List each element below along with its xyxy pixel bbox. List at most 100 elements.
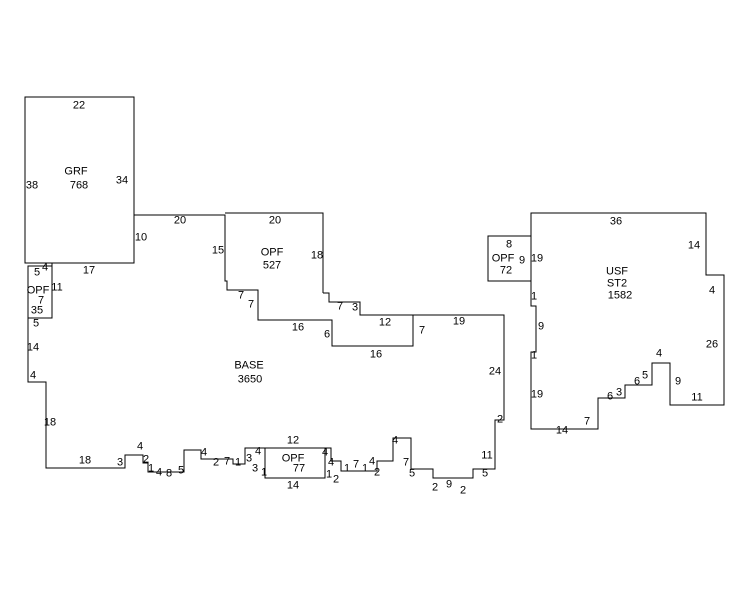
dimension-label: 11 (51, 281, 63, 294)
area-name-label: ST2 (606, 277, 628, 290)
dimension-label: 15 (211, 244, 225, 257)
opf527-outline (225, 212, 324, 293)
base-recess-steps (323, 292, 413, 316)
dimension-label: 4 (327, 456, 335, 469)
dimension-label: 3 (615, 386, 623, 399)
dimension-label: 1 (147, 462, 155, 475)
dimension-label: 3 (351, 301, 359, 314)
dimension-label: 18 (43, 416, 57, 429)
dimension-label: 5 (32, 317, 40, 330)
dimension-label: 7 (402, 456, 410, 469)
area-value-label: 3650 (237, 373, 263, 386)
usf-outline (530, 212, 725, 430)
dimension-label: 16 (369, 348, 383, 361)
dimension-label: 8 (165, 467, 173, 480)
dimension-label: 14 (687, 239, 701, 252)
dimension-label: 9 (518, 254, 526, 267)
opf35-outline (27, 265, 52, 318)
dimension-label: 3 (116, 456, 124, 469)
opf77-outline (264, 448, 326, 479)
dimension-label: 7 (37, 294, 45, 307)
dimension-label: 20 (173, 214, 187, 227)
area-name-label: OPF (281, 452, 305, 465)
dimension-label: 4 (368, 455, 376, 468)
dimension-label: 18 (310, 249, 324, 262)
dimension-label: 34 (115, 174, 129, 187)
dimension-label: 3 (245, 452, 253, 465)
dimension-label: 12 (378, 316, 392, 329)
dimension-label: 7 (418, 324, 426, 337)
dimension-label: 4 (708, 284, 716, 297)
dimension-label: 6 (633, 375, 641, 388)
dimension-label: 19 (530, 388, 544, 401)
dimension-label: 1 (260, 466, 268, 479)
area-name-label: OPF (26, 284, 50, 297)
dimension-label: 5 (177, 464, 185, 477)
dimension-label: 10 (134, 231, 148, 244)
dimension-label: 4 (321, 446, 329, 459)
dimension-label: 6 (323, 328, 331, 341)
area-name-label: USF (606, 265, 628, 278)
dimension-label: 11 (481, 449, 493, 462)
area-name-label: OPF (260, 246, 284, 259)
dimension-label: 2 (142, 453, 150, 466)
dimension-label: 9 (537, 320, 545, 333)
dimension-label: 1 (530, 290, 538, 303)
dimension-label: 4 (29, 369, 37, 382)
dimension-label: 19 (452, 315, 466, 328)
dimension-label: 16 (291, 321, 305, 334)
dimension-label: 4 (254, 445, 262, 458)
dimension-label: 1 (325, 468, 333, 481)
area-value-label: 77 (292, 462, 306, 475)
dimension-label: 8 (505, 238, 513, 251)
dimension-label: 4 (155, 466, 163, 479)
dimension-label: 1 (530, 349, 538, 362)
dimension-label: 12 (286, 434, 300, 447)
base-outline (27, 214, 505, 479)
dimension-label: 7 (247, 298, 255, 311)
dimension-label: 5 (481, 467, 489, 480)
dimension-label: 2 (332, 473, 340, 486)
dimension-label: 19 (530, 252, 544, 265)
dimension-label: 22 (72, 99, 86, 112)
area-value-label: 768 (69, 179, 89, 192)
dimension-label: 2 (459, 484, 467, 497)
dimension-label: 1 (361, 462, 369, 475)
dimension-label: 4 (136, 440, 144, 453)
dimension-label: 4 (391, 434, 399, 447)
area-value-label: 35 (30, 304, 44, 317)
dimension-label: 3 (251, 462, 259, 475)
dimension-label: 4 (41, 261, 49, 274)
dimension-label: 14 (555, 424, 569, 437)
area-name-label: OPF (491, 252, 515, 265)
dimension-label: 2 (496, 413, 504, 426)
dimension-label: 2 (431, 481, 439, 494)
opf72-outline (487, 235, 531, 282)
area-value-label: 72 (499, 264, 513, 277)
dimension-label: 5 (33, 266, 41, 279)
dimension-label: 1 (343, 462, 351, 475)
dimension-label: 2 (212, 456, 220, 469)
dimension-label: 36 (609, 215, 623, 228)
dimension-label: 7 (223, 455, 231, 468)
area-value-label: 527 (262, 259, 282, 272)
dimension-label: 7 (336, 300, 344, 313)
dimension-label: 24 (488, 365, 502, 378)
dimension-label: 14 (286, 479, 300, 492)
dimension-label: 6 (606, 390, 614, 403)
dimension-label: 7 (583, 415, 591, 428)
dimension-label: 18 (78, 454, 92, 467)
dimension-label: 11 (691, 391, 703, 404)
dimension-label: 20 (268, 214, 282, 227)
dimension-label: 14 (26, 341, 40, 354)
dimension-label: 7 (352, 458, 360, 471)
dimension-label: 26 (705, 338, 719, 351)
dimension-label: 5 (408, 467, 416, 480)
dimension-label: 4 (655, 347, 663, 360)
dimension-label: 17 (82, 264, 96, 277)
dimension-label: 38 (25, 179, 39, 192)
area-name-label: BASE (234, 359, 264, 372)
area-value-label: 1582 (607, 289, 633, 302)
